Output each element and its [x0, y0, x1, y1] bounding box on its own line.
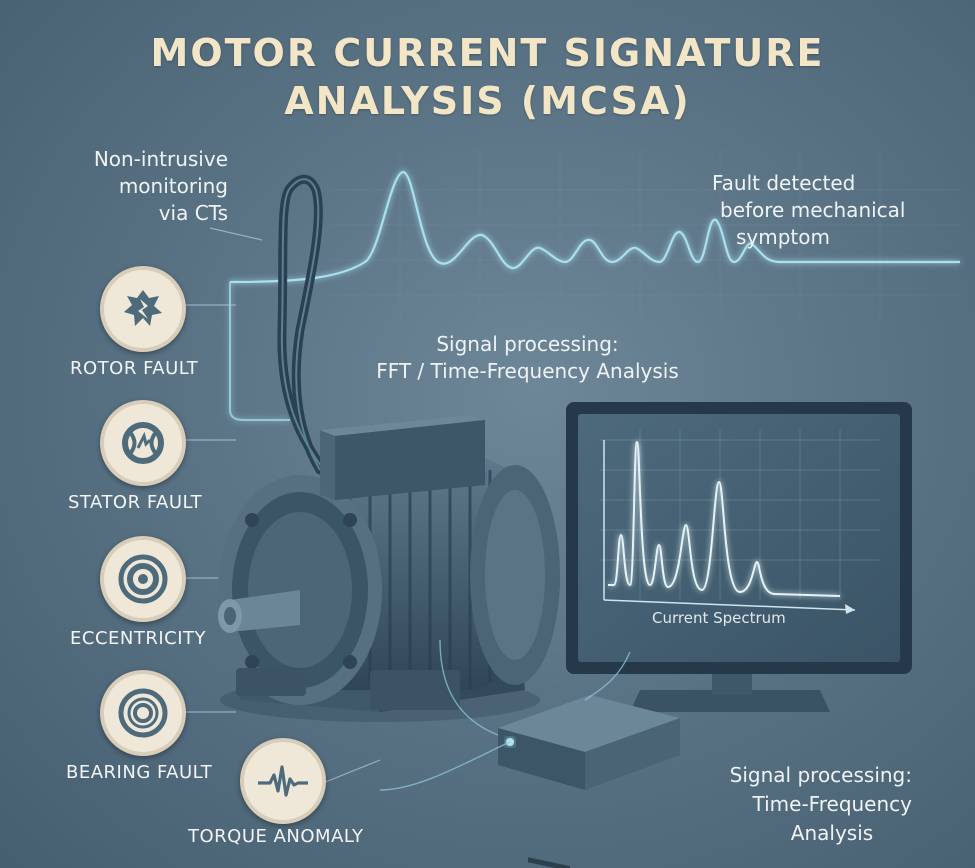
electric-motor: [218, 415, 560, 722]
monitor: [566, 402, 912, 712]
eccentricity-icon: [100, 536, 186, 622]
torque-anomaly-icon: [240, 738, 326, 824]
note-fault-detected: Fault detected before mechanical symptom: [712, 171, 906, 249]
stator-fault-icon: [100, 400, 186, 486]
note-signal-processing-top: Signal processing: FFT / Time-Frequency …: [376, 332, 679, 383]
bearing-fault-icon: [100, 670, 186, 756]
stator-fault-label: STATOR FAULT: [68, 492, 203, 513]
spectrum-axis-label: Current Spectrum: [652, 609, 786, 627]
note-non-intrusive: Non-intrusive monitoring via CTs: [93, 147, 228, 225]
bearing-fault-label: BEARING FAULT: [66, 762, 213, 783]
current-waveform: [229, 170, 960, 284]
sensor-trace: [229, 282, 290, 421]
spectrum-trace: [608, 440, 841, 597]
note-signal-processing-bottom: Signal processing: Time-Frequency Analys…: [729, 763, 912, 845]
page-title-line1: MOTOR CURRENT SIGNATURE: [150, 31, 825, 75]
torque-anomaly-label: TORQUE ANOMALY: [188, 826, 364, 847]
eccentricity-label: ECCENTRICITY: [70, 628, 207, 649]
background-grid: [330, 150, 960, 320]
rotor-fault-icon: [100, 266, 186, 352]
rotor-fault-label: ROTOR FAULT: [70, 358, 199, 379]
data-acquisition-box: [498, 695, 680, 868]
page-title-line2: ANALYSIS (MCSA): [284, 79, 691, 123]
